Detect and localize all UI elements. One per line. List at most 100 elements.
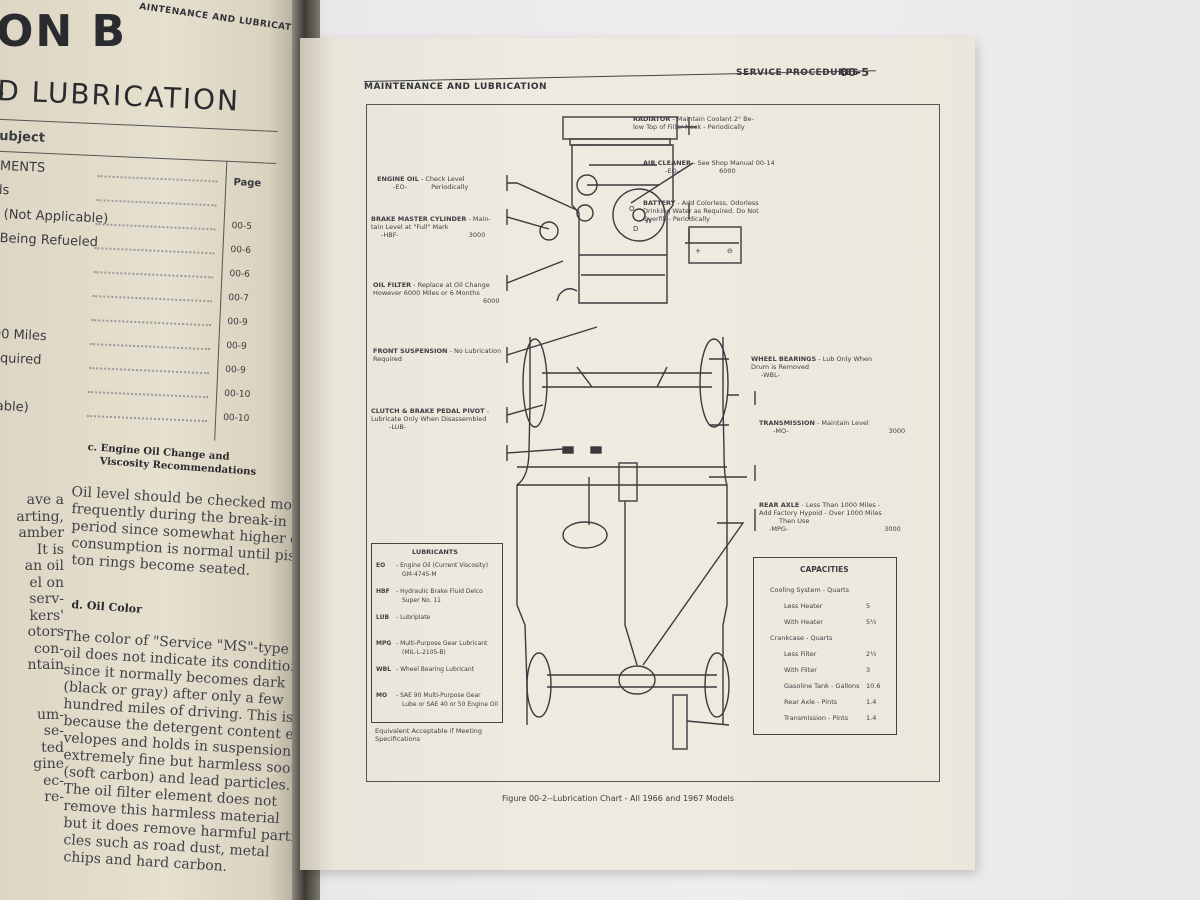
toc-item: s Being Refueled — [0, 230, 99, 251]
svg-text:+: + — [695, 247, 701, 255]
toc-col-page: Page — [233, 177, 262, 190]
section-fragment: S — [0, 82, 6, 101]
frame-rail-left — [516, 337, 531, 725]
capacity-label: With Heater — [784, 618, 823, 626]
svg-text:O: O — [629, 205, 635, 213]
toc-leader-dots — [97, 175, 218, 183]
label-brake-master-cylinder: BRAKE MASTER CYLINDER - Main-tain Level … — [371, 215, 491, 239]
toc-item: Required — [0, 350, 42, 368]
left-page-header: AINTENANCE AND LUBRICATION — [138, 2, 312, 37]
capacity-value: 2½ — [866, 650, 877, 658]
section-d-title: d. Oil Color — [71, 598, 143, 616]
label-transmission: TRANSMISSION - Maintain Level-MO-3000 — [759, 419, 906, 435]
rear-left-wheel — [526, 652, 552, 718]
lubricant-code: EO — [376, 562, 386, 569]
lubricant-code: WBL — [376, 666, 392, 673]
capacity-label: Cooling System - Quarts — [770, 586, 849, 594]
lubricant-code: HBF — [376, 588, 390, 595]
toc-leader-dots — [91, 319, 212, 327]
lubricant-desc-2: Lube or SAE 40 or 50 Engine Oil — [402, 701, 498, 708]
toc-leader-dots — [96, 199, 217, 207]
figure-caption: Figure 00-2--Lubrication Chart - All 196… — [502, 794, 735, 803]
chassis-diagram: O WD + ⊖ — [506, 116, 756, 750]
capacity-value: 1.4 — [866, 698, 877, 706]
label-engine-oil: ENGINE OIL - Check Level-EO-Periodically — [377, 175, 469, 191]
label-rear-axle: REAR AXLE - Less Than 1000 Miles -Add Fa… — [759, 501, 901, 533]
label-radiator: RADIATOR - Maintain Coolant 2" Be-low To… — [633, 115, 754, 131]
capacity-label: With Filter — [784, 666, 817, 674]
capacity-label: Less Heater — [784, 602, 823, 610]
capacity-value: 5 — [866, 602, 871, 610]
left-column-line: um- — [36, 706, 64, 723]
toc-item: TMENTS — [0, 158, 46, 176]
toc-item: licable) — [0, 398, 30, 416]
toc-leader-dots — [93, 271, 214, 279]
toc-page: 00-6 — [229, 269, 251, 280]
toc-leader-dots — [92, 295, 213, 303]
capacity-value: 3 — [866, 666, 871, 674]
lubricant-desc: - Lubriplate — [396, 614, 431, 621]
muffler — [672, 694, 688, 750]
lubricant-desc: - Wheel Bearing Lubricant — [396, 666, 475, 673]
toc-item: 000 Miles — [0, 326, 48, 345]
capacity-label: Crankcase - Quarts — [770, 634, 833, 642]
left-column-line: kers' — [29, 607, 65, 624]
lubricant-code: MPG — [376, 640, 392, 647]
differential — [618, 665, 656, 695]
left-column-line: amber — [18, 525, 64, 541]
lubricants-title: LUBRICANTS — [412, 548, 458, 556]
front-axle — [542, 372, 712, 388]
steering-wheel — [562, 521, 608, 549]
transmission-shape — [618, 462, 638, 502]
lubricant-desc-2: (MIL-L-2105-B) — [402, 649, 446, 656]
engine-pulley — [612, 188, 666, 242]
lubricant-desc: - Multi-Purpose Gear Lubricant — [396, 640, 488, 647]
toc-page: 00-7 — [228, 293, 250, 304]
left-column-line: con- — [33, 640, 64, 657]
driveshaft — [624, 501, 638, 666]
left-column-line: ave a — [26, 492, 64, 508]
lubricant-code: LUB — [376, 614, 390, 621]
left-column-line: serv- — [29, 591, 64, 607]
toc-page: 00-9 — [227, 316, 248, 328]
left-column-line: ec- — [43, 772, 64, 789]
label-clutch-brake-pedal-pivot: CLUTCH & BRAKE PEDAL PIVOT -Lubricate On… — [371, 407, 490, 431]
page-number: 00-5 — [840, 66, 870, 79]
svg-text:W: W — [645, 217, 652, 225]
lubricant-desc: - Hydraulic Brake Fluid Delco — [396, 588, 483, 595]
label-air-cleaner: AIR CLEANER - See Shop Manual 00-14-EO-6… — [643, 159, 775, 175]
left-column-line: It is — [36, 541, 64, 558]
engine-shape — [571, 144, 674, 304]
left-column-line: ntain — [27, 657, 64, 673]
toc-leader-dots — [87, 414, 208, 423]
section-title: ON B — [0, 6, 128, 57]
capacity-value: 10.6 — [866, 682, 881, 690]
svg-text:D: D — [633, 225, 638, 233]
page-header-left: MAINTENANCE AND LUBRICATION — [364, 82, 548, 92]
lubricant-desc-2: Super No. 11 — [402, 597, 441, 604]
toc-page: 00-9 — [225, 364, 246, 376]
toc-leader-dots — [88, 390, 209, 399]
right-page: MAINTENANCE AND LUBRICATION SERVICE PROC… — [300, 38, 975, 870]
left-column-line: re- — [44, 789, 64, 805]
toc-leader-dots — [90, 343, 211, 351]
toc-heading: ubject — [0, 128, 46, 146]
front-right-wheel — [699, 338, 729, 428]
toc-page: 00-5 — [231, 221, 253, 232]
toc-page: 00-6 — [230, 245, 252, 256]
svg-text:⊖: ⊖ — [727, 247, 733, 255]
capacities-title: CAPACITIES — [800, 565, 849, 574]
left-column-line: el on — [29, 574, 64, 591]
toc-item: els — [0, 182, 10, 199]
capacity-label: Gasoline Tank - Gallons — [784, 682, 860, 690]
lubricant-desc-2: GM-4745-M — [402, 571, 437, 578]
lubricant-desc: - SAE 90 Multi-Purpose Gear — [396, 692, 481, 699]
